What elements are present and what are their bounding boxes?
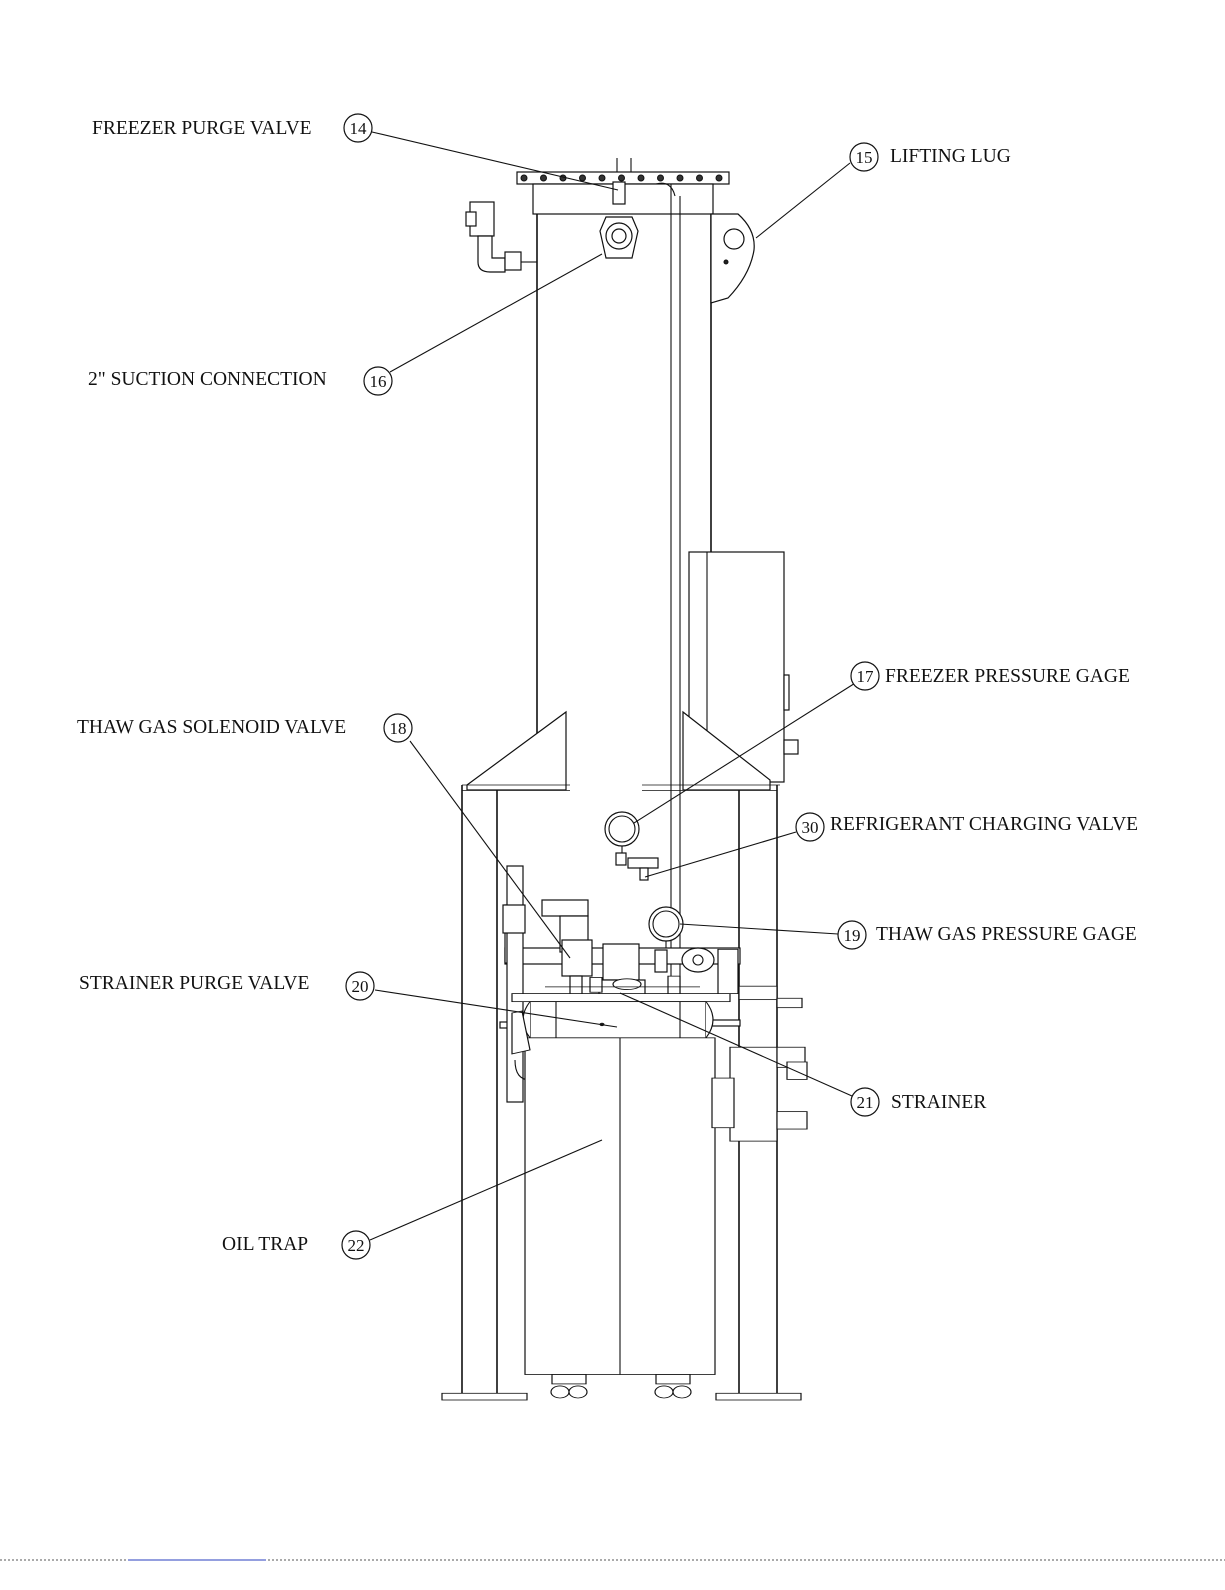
flange-bolt (541, 175, 547, 181)
lifting-lug (711, 214, 754, 303)
callout-number-15: 15 (856, 148, 873, 167)
label-thaw-gas-solenoid-valve: THAW GAS SOLENOID VALVE (77, 718, 346, 738)
callout-balloon-17: 17 (851, 662, 879, 690)
callout-number-30: 30 (802, 818, 819, 837)
label-strainer-purge-valve: STRAINER PURGE VALVE (79, 974, 309, 994)
callout-number-17: 17 (857, 667, 875, 686)
freezer-pressure-gage (605, 812, 658, 880)
callout-balloon-14: 14 (344, 114, 372, 142)
flange-bolt (580, 175, 586, 181)
callout-balloon-15: 15 (850, 143, 878, 171)
flange-bolt (521, 175, 527, 181)
flange-bolt (677, 175, 683, 181)
flange-bolt (716, 175, 722, 181)
label-lifting-lug: LIFTING LUG (890, 147, 1011, 167)
callout-number-16: 16 (370, 372, 387, 391)
callout-number-18: 18 (390, 719, 407, 738)
callout-number-19: 19 (844, 926, 861, 945)
callout-balloon-30: 30 (796, 813, 824, 841)
callout-balloon-19: 19 (838, 921, 866, 949)
oil-trap-assembly (512, 976, 730, 1374)
label-freezer-purge-valve: FREEZER PURGE VALVE (92, 119, 312, 139)
right-components (712, 949, 807, 1141)
casters (551, 1375, 691, 1398)
callout-number-20: 20 (352, 977, 369, 996)
flange-bolt (658, 175, 664, 181)
label-thaw-gas-pressure-gage: THAW GAS PRESSURE GAGE (876, 925, 1137, 945)
flange-bolt (697, 175, 703, 181)
callout-balloon-20: 20 (346, 972, 374, 1000)
callout-balloon-22: 22 (342, 1231, 370, 1259)
label-suction-connection: 2" SUCTION CONNECTION (88, 370, 327, 390)
callout-number-21: 21 (857, 1093, 874, 1112)
label-refrigerant-charging-valve: REFRIGERANT CHARGING VALVE (830, 815, 1138, 835)
callout-balloon-21: 21 (851, 1088, 879, 1116)
callout-number-14: 14 (350, 119, 368, 138)
callout-number-22: 22 (348, 1236, 365, 1255)
label-oil-trap: OIL TRAP (222, 1235, 308, 1255)
flange-bolt (599, 175, 605, 181)
label-strainer: STRAINER (891, 1093, 986, 1113)
callout-balloon-18: 18 (384, 714, 412, 742)
label-freezer-pressure-gage: FREEZER PRESSURE GAGE (885, 667, 1130, 687)
callout-balloon-16: 16 (364, 367, 392, 395)
flange-bolt (619, 175, 625, 181)
flange-bolt (638, 175, 644, 181)
